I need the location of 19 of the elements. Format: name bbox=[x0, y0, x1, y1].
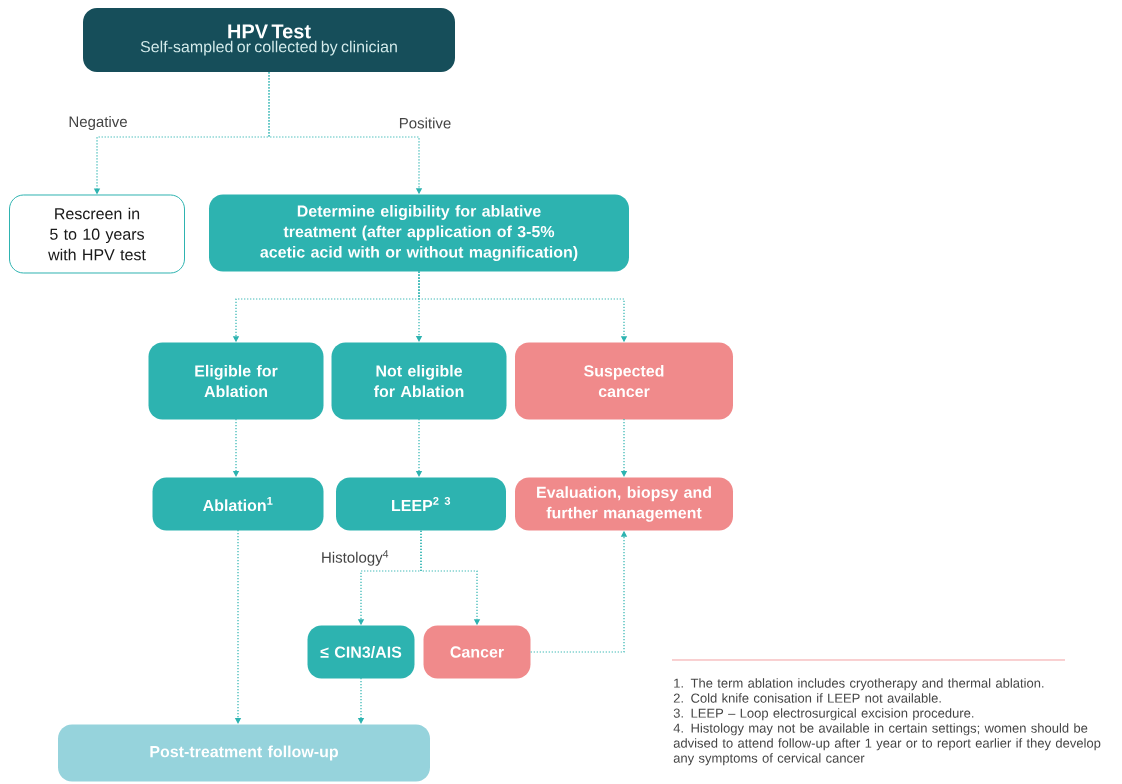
alert-box: Suspected cancer bbox=[515, 342, 733, 420]
footnote: 1. The term ablation includes cryotherapy and thermal ablation. bbox=[674, 678, 1044, 691]
result-box: Rescreen in 5 to 10 years with HPV test bbox=[9, 194, 185, 274]
process-box: ≤ CIN3/AIS bbox=[307, 625, 415, 679]
process-box: Not eligible for Ablation bbox=[331, 342, 507, 420]
edge-label: Negative bbox=[67, 115, 129, 131]
process-box: Eligible for Ablation bbox=[148, 342, 324, 420]
edge-label: Positive bbox=[397, 116, 453, 130]
footnote: 4. Histology may not be available in certain settings; women should be advised to attend follow-up after 1 year or to report earlier if they develop any symptoms of cervical cancer bbox=[673, 723, 1101, 766]
alert-box: Evaluation, biopsy and further management bbox=[515, 477, 733, 531]
footnote: 3. LEEP – Loop electrosurgical excision procedure. bbox=[673, 708, 974, 721]
start-box: HPV Test Self-sampled or collected by clinician bbox=[83, 8, 455, 72]
edge-label: Histology$^{4}$ bbox=[320, 549, 390, 567]
end-box: Post-treatment follow-up bbox=[58, 724, 430, 782]
footnote: 2. Cold knife conisation if LEEP not available. bbox=[673, 693, 941, 703]
process-box: Ablation$^{1}$ bbox=[152, 477, 324, 531]
alert-box: Cancer bbox=[423, 625, 531, 679]
process-box: LEEP$^{2 3}$ bbox=[336, 477, 506, 531]
process-box: Determine eligibility for ablative treatment (after application of 3-5% acetic acid with or without magnification) bbox=[209, 194, 629, 272]
